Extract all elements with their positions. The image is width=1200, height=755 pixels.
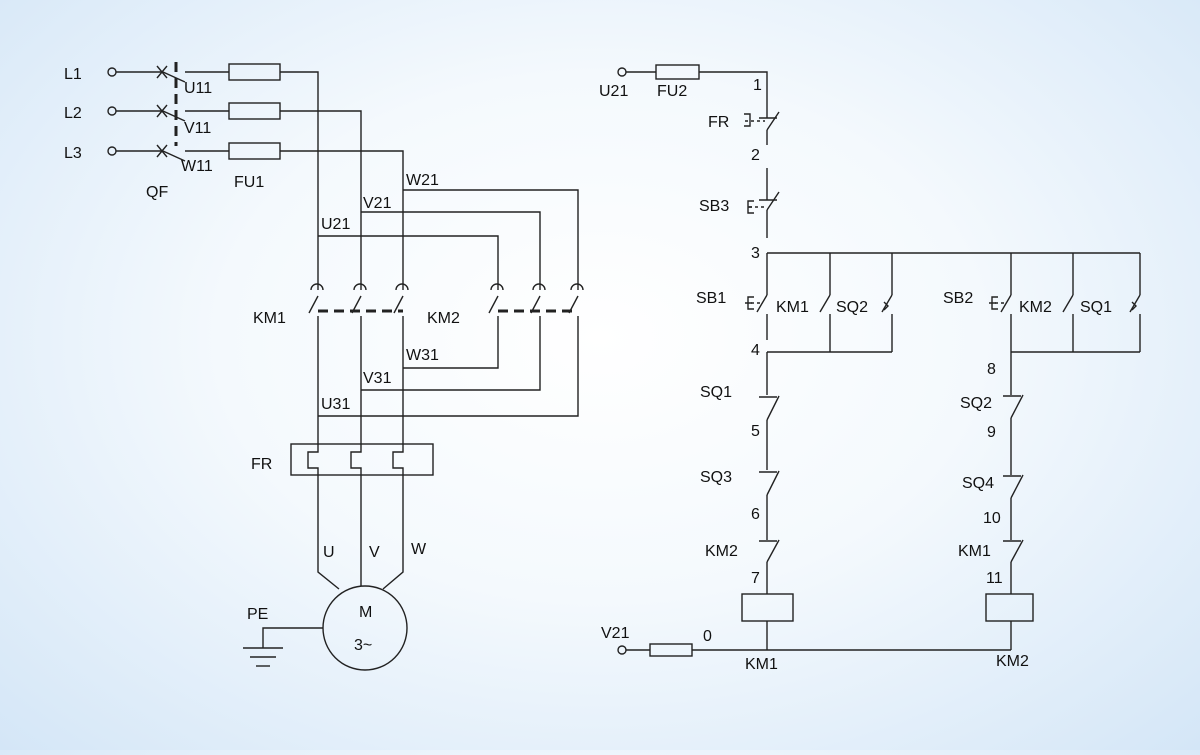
- label-W: W: [411, 541, 427, 558]
- label-KM2-main: KM2: [427, 310, 460, 327]
- label-V11: V11: [184, 120, 211, 137]
- fuse-fu2: [655, 64, 700, 80]
- label-SQ2-no: SQ2: [836, 299, 868, 316]
- label-ctrl-U21: U21: [599, 83, 628, 100]
- label-L2: L2: [64, 105, 82, 122]
- label-L3: L3: [64, 145, 82, 162]
- label-ctrl-V21: V21: [601, 625, 630, 642]
- stop-button-sb3: SB3: [699, 191, 780, 215]
- terminal-L3: [107, 146, 117, 156]
- terminal-L2: [107, 106, 117, 116]
- breaker-qf: QF: [116, 62, 186, 201]
- label-SQ3: SQ3: [700, 469, 732, 486]
- label-SQ2-nc: SQ2: [960, 395, 992, 412]
- label-FR-ctrl: FR: [708, 114, 729, 131]
- label-SB2: SB2: [943, 290, 973, 307]
- contactor-km1-main: KM1: [253, 283, 409, 327]
- label-PE: PE: [247, 606, 268, 623]
- node-5: 5: [751, 423, 760, 440]
- label-KM1-interlock: KM1: [958, 543, 991, 560]
- label-W31: W31: [406, 347, 439, 364]
- label-V: V: [369, 544, 380, 561]
- label-motor-phase: 3~: [354, 637, 372, 654]
- label-KM1-main: KM1: [253, 310, 286, 327]
- node-1: 1: [753, 77, 762, 94]
- label-U11: U11: [184, 80, 212, 97]
- label-W21: W21: [406, 172, 439, 189]
- km2-interlock-contact: [766, 539, 780, 563]
- coil-km2: [985, 593, 1034, 622]
- start-button-sb1: SB1: [696, 290, 768, 313]
- label-U21: U21: [321, 216, 350, 233]
- node-7: 7: [751, 570, 760, 587]
- node-8: 8: [987, 361, 996, 378]
- node-10: 10: [983, 510, 1001, 527]
- node-4: 4: [751, 342, 760, 359]
- label-FU2: FU2: [657, 83, 687, 100]
- sq3-nc-contact: [766, 470, 780, 496]
- label-KM1-aux: KM1: [776, 299, 809, 316]
- label-coil-KM2: KM2: [996, 653, 1029, 670]
- sq2-no-contact: [881, 294, 893, 313]
- node-11: 11: [986, 570, 1003, 587]
- motor-m: M 3~: [322, 585, 408, 671]
- fr-nc-contact: FR: [708, 108, 780, 145]
- sq4-nc-contact: [1010, 474, 1024, 499]
- fuse-fu1: FU1: [228, 63, 281, 191]
- thermal-relay-fr: FR: [251, 443, 434, 476]
- label-M: M: [359, 604, 372, 621]
- terminal-U21: [617, 67, 627, 77]
- label-W11: W11: [181, 158, 213, 175]
- sq1-nc-contact: [766, 395, 780, 421]
- label-SB3: SB3: [699, 198, 729, 215]
- label-L1: L1: [64, 66, 82, 83]
- km1-aux-contact: [819, 294, 831, 313]
- label-U: U: [323, 544, 335, 561]
- node-6: 6: [751, 506, 760, 523]
- km2-aux-contact: [1062, 294, 1074, 313]
- label-KM2-aux: KM2: [1019, 299, 1052, 316]
- terminal-L1: [107, 67, 117, 77]
- km1-interlock-contact: [1010, 539, 1024, 563]
- terminal-V21: [617, 645, 627, 655]
- label-FR-main: FR: [251, 456, 272, 473]
- label-U31: U31: [321, 396, 350, 413]
- label-SQ4: SQ4: [962, 475, 994, 492]
- node-2: 2: [751, 147, 760, 164]
- coil-km1: [741, 593, 794, 622]
- fuse-bottom: [649, 643, 693, 657]
- start-button-sb2: SB2: [943, 290, 1012, 313]
- label-QF: QF: [146, 184, 168, 201]
- power-circuit: L1 L2 L3 QF U11 V11 W11: [64, 62, 584, 671]
- label-SQ1-no: SQ1: [1080, 299, 1112, 316]
- label-FU1: FU1: [234, 174, 264, 191]
- sq2-nc-contact: [1010, 394, 1024, 419]
- label-KM2-interlock: KM2: [705, 543, 738, 560]
- contactor-km2-main: KM2: [427, 283, 584, 327]
- node-9: 9: [987, 424, 996, 441]
- label-SB1: SB1: [696, 290, 726, 307]
- label-V31: V31: [363, 370, 392, 387]
- control-circuit: U21 FU2 1 FR 2 SB3 3: [599, 64, 1141, 673]
- sq1-no-contact: [1129, 294, 1141, 313]
- label-V21: V21: [363, 195, 392, 212]
- label-coil-KM1: KM1: [745, 656, 778, 673]
- ground-pe: PE: [243, 606, 323, 667]
- label-SQ1-nc: SQ1: [700, 384, 732, 401]
- node-0: 0: [703, 628, 712, 645]
- node-3: 3: [751, 245, 760, 262]
